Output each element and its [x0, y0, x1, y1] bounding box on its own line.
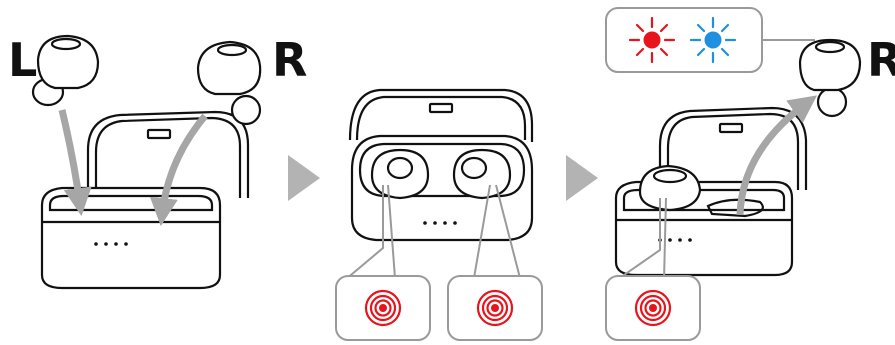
case-charge-dots — [94, 242, 128, 246]
charging-led-left-icon — [634, 289, 672, 327]
remove-arrow-right — [736, 95, 818, 216]
panel-insert-earbuds: L R — [8, 33, 307, 290]
panel-earbuds-charging — [335, 88, 543, 341]
pairing-led-callout — [605, 7, 763, 73]
charging-case-base — [40, 186, 222, 290]
right-earbud-label: R — [272, 33, 307, 87]
earbud-left-in-case — [638, 164, 702, 212]
case-lid-open — [658, 106, 808, 192]
play-triangle-icon — [566, 155, 598, 201]
right-earbud — [196, 40, 262, 126]
sun-burst-icon — [628, 16, 676, 64]
left-earbud — [31, 34, 100, 107]
earbud-left-in-case — [370, 148, 430, 200]
insert-arrow-left — [58, 109, 92, 217]
case-charge-dots — [423, 221, 457, 225]
panel-remove-pair: R — [605, 7, 895, 341]
left-earbud-label: L — [8, 33, 37, 87]
sun-burst-icon — [689, 16, 737, 64]
insert-arrow-right — [149, 113, 208, 227]
charging-led-right-icon — [476, 289, 514, 327]
play-triangle-icon — [288, 155, 320, 201]
earbud-right-in-case — [452, 148, 512, 200]
case-lid-open — [348, 88, 534, 142]
case-lid-open — [86, 110, 250, 200]
charging-led-left-icon — [364, 289, 402, 327]
right-earbud-removed — [798, 38, 862, 118]
right-earbud-label: R — [867, 33, 895, 87]
